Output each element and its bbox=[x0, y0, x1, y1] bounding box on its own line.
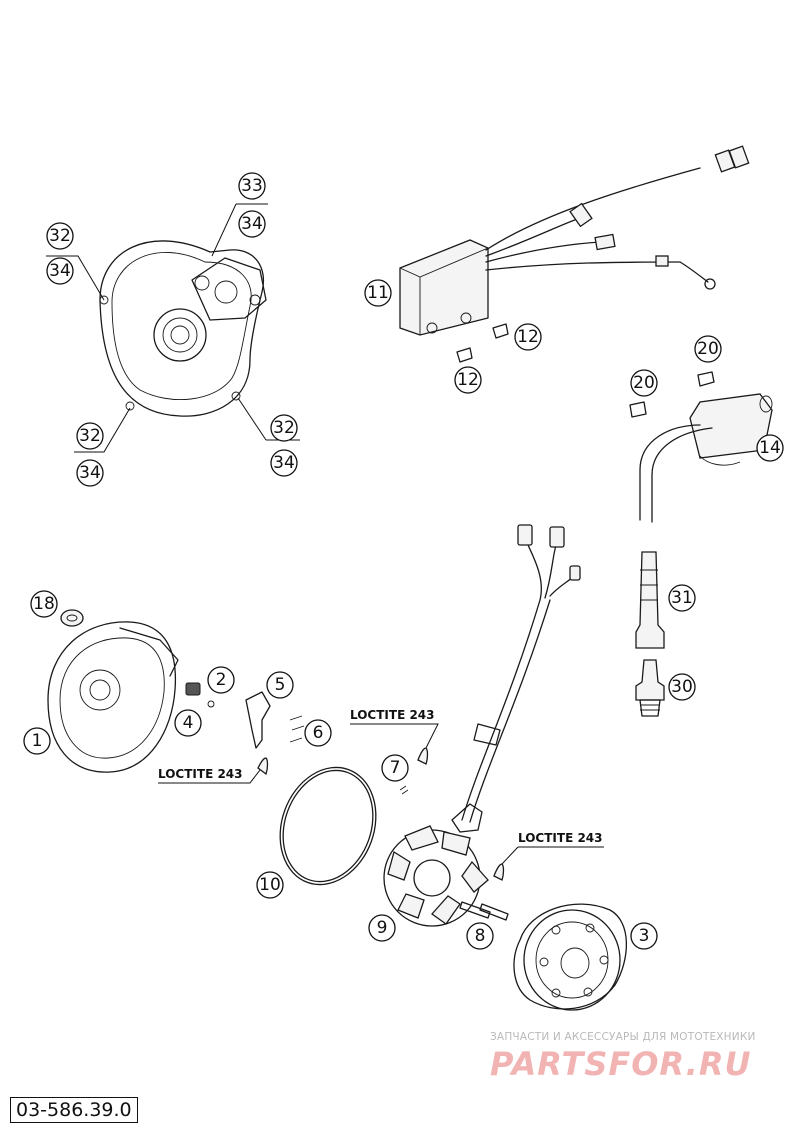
svg-text:LOCTITE 243: LOCTITE 243 bbox=[158, 767, 243, 781]
svg-text:20: 20 bbox=[697, 339, 719, 359]
callout-30: 30 bbox=[668, 673, 696, 701]
svg-text:34: 34 bbox=[241, 214, 263, 234]
svg-text:11: 11 bbox=[367, 283, 389, 303]
callout-32-top-left: 32 bbox=[46, 222, 74, 250]
svg-text:12: 12 bbox=[457, 370, 479, 390]
callout-33: 33 bbox=[238, 172, 266, 200]
callout-9: 9 bbox=[368, 914, 396, 942]
svg-text:20: 20 bbox=[633, 373, 655, 393]
cover-leader-lines bbox=[46, 203, 300, 453]
callout-4: 4 bbox=[174, 709, 202, 737]
svg-text:32: 32 bbox=[273, 418, 295, 438]
watermark-logo: PARTSFOR.RU bbox=[490, 1045, 752, 1083]
svg-text:30: 30 bbox=[671, 677, 693, 697]
callout-1: 1 bbox=[23, 727, 51, 755]
svg-text:1: 1 bbox=[32, 731, 43, 751]
callout-32-bottom-right: 32 bbox=[270, 414, 298, 442]
o-ring-drawing bbox=[279, 766, 377, 886]
svg-text:32: 32 bbox=[79, 426, 101, 446]
svg-text:18: 18 bbox=[33, 594, 55, 614]
callout-18: 18 bbox=[30, 590, 58, 618]
svg-text:8: 8 bbox=[475, 926, 486, 946]
callout-34-top-left: 34 bbox=[46, 257, 74, 285]
loctite-label-2: LOCTITE 243 bbox=[350, 708, 439, 749]
callout-20-lower: 20 bbox=[630, 369, 658, 397]
svg-text:31: 31 bbox=[671, 588, 693, 608]
svg-text:32: 32 bbox=[49, 226, 71, 246]
svg-text:10: 10 bbox=[259, 875, 281, 895]
svg-text:33: 33 bbox=[241, 176, 263, 196]
svg-text:7: 7 bbox=[390, 758, 401, 778]
svg-text:5: 5 bbox=[275, 675, 286, 695]
ignition-coil-drawing bbox=[629, 371, 773, 523]
callout-34-top-right: 34 bbox=[238, 210, 266, 238]
watermark-caption: ЗАПЧАСТИ И АКСЕССУАРЫ ДЛЯ МОТОТЕХНИКИ bbox=[490, 1031, 756, 1043]
svg-text:LOCTITE 243: LOCTITE 243 bbox=[518, 831, 603, 845]
svg-text:34: 34 bbox=[49, 261, 71, 281]
svg-text:LOCTITE 243: LOCTITE 243 bbox=[350, 708, 435, 722]
callout-32-bottom-left: 32 bbox=[76, 422, 104, 450]
svg-text:12: 12 bbox=[517, 327, 539, 347]
svg-text:2: 2 bbox=[216, 670, 227, 690]
callout-2: 2 bbox=[207, 666, 235, 694]
document-code: 03-586.39.0 bbox=[10, 1097, 138, 1123]
svg-text:34: 34 bbox=[273, 453, 295, 473]
svg-text:34: 34 bbox=[79, 463, 101, 483]
callout-10: 10 bbox=[256, 871, 284, 899]
svg-text:14: 14 bbox=[759, 438, 781, 458]
flywheel-drawing bbox=[513, 903, 628, 1011]
spark-plug-drawing bbox=[635, 659, 665, 717]
cdi-unit-drawing bbox=[399, 145, 750, 363]
callout-34-bottom-left: 34 bbox=[76, 459, 104, 487]
spark-plug-cap-drawing bbox=[635, 551, 665, 649]
callout-34-bottom-right: 34 bbox=[270, 449, 298, 477]
callout-14: 14 bbox=[756, 434, 784, 462]
callout-31: 31 bbox=[668, 584, 696, 612]
callout-11: 11 bbox=[364, 279, 392, 307]
svg-text:9: 9 bbox=[377, 918, 388, 938]
callout-20-upper: 20 bbox=[694, 335, 722, 363]
callout-12-lower: 12 bbox=[454, 366, 482, 394]
callout-8: 8 bbox=[466, 922, 494, 950]
bolts-drawing bbox=[417, 747, 509, 921]
callout-7: 7 bbox=[381, 754, 409, 782]
stator-drawing bbox=[383, 524, 581, 927]
loctite-label-1: LOCTITE 243 bbox=[158, 767, 261, 784]
svg-text:4: 4 bbox=[183, 713, 194, 733]
svg-text:3: 3 bbox=[639, 926, 650, 946]
callout-6: 6 bbox=[304, 719, 332, 747]
svg-text:6: 6 bbox=[313, 723, 324, 743]
callout-12-right: 12 bbox=[514, 323, 542, 351]
generator-cover-drawing bbox=[47, 609, 179, 773]
loctite-label-3: LOCTITE 243 bbox=[501, 831, 604, 865]
ignition-cover-drawing bbox=[99, 240, 267, 417]
small-parts-drawing bbox=[185, 682, 305, 776]
callout-3: 3 bbox=[630, 922, 658, 950]
callout-5: 5 bbox=[266, 671, 294, 699]
